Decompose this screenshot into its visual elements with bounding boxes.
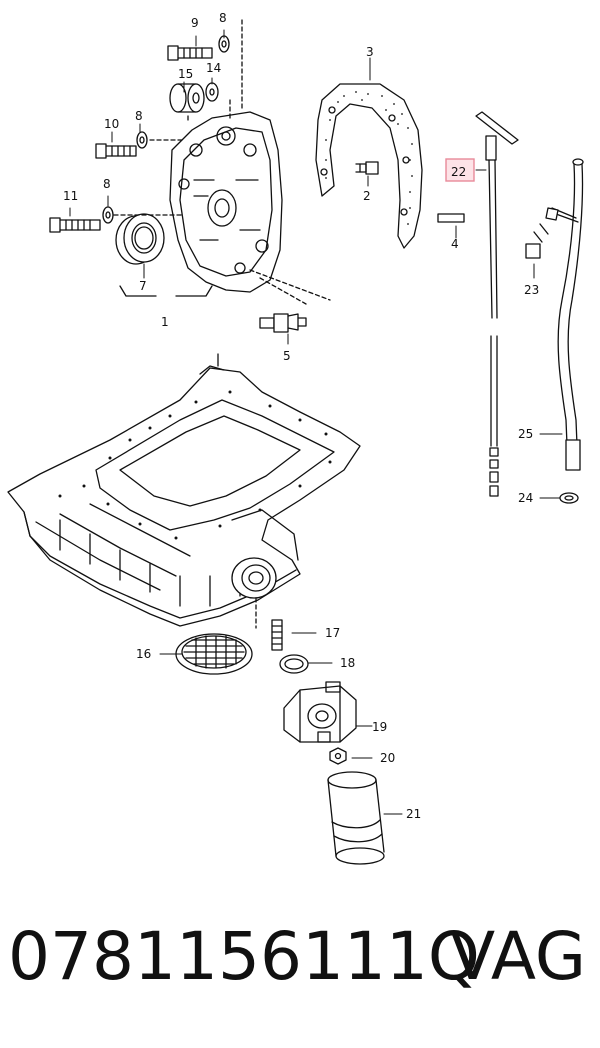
callout-14: 14 [206,61,221,75]
callout-2: 2 [363,189,371,203]
callout-4: 4 [451,237,459,251]
exploded-parts-diagram: 9 8 15 14 10 8 11 8 7 1 5 3 2 4 22 23 25… [7,11,584,865]
callout-25: 25 [518,427,533,441]
oil-filter-21 [327,771,385,865]
bolt-11 [49,217,101,233]
oil-strainer-16 [175,633,253,675]
callout-19: 19 [372,720,387,734]
callout-21: 21 [406,807,421,821]
callout-9: 9 [191,16,199,30]
washer-8-mid [136,131,148,149]
callout-labels: 9 8 15 14 10 8 11 8 7 1 5 3 2 4 22 23 25… [63,11,539,821]
nut-20 [329,747,347,765]
oil-pan [7,353,361,627]
callout-1: 1 [161,315,169,329]
o-ring-24 [559,492,579,504]
seal-ring-18 [279,654,309,674]
callout-10: 10 [104,117,119,131]
dipstick-22 [475,111,519,497]
bushing-15 [169,83,205,113]
oil-seal-7 [115,213,165,265]
callout-5: 5 [283,349,291,363]
callout-16: 16 [136,647,151,661]
callout-23: 23 [524,283,539,297]
oil-filter-bracket-19 [283,681,357,743]
callout-17: 17 [325,626,340,640]
callout-11: 11 [63,189,78,203]
callout-15: 15 [178,67,193,81]
callout-8-top: 8 [219,11,227,25]
callout-20: 20 [380,751,395,765]
highlight-box-22 [445,158,475,182]
threaded-stud-17 [271,619,283,651]
dowel-pin-4 [437,213,465,223]
screw-2 [355,161,379,175]
brand-label: VAG [449,918,586,995]
part-number: 0781156111Q [8,918,480,995]
callout-3: 3 [366,45,374,59]
callout-8-mid: 8 [135,109,143,123]
front-cover-housing-1 [113,19,283,293]
washer-14 [205,82,219,102]
bolt-10 [95,143,137,159]
dipstick-guide-tube-25 [551,158,584,471]
oil-pressure-switch-5 [259,313,307,333]
callout-24: 24 [518,491,533,505]
gasket-3 [315,83,423,249]
washer-8-low [102,206,114,224]
filter-flange [231,557,277,629]
callout-7: 7 [139,279,147,293]
callout-18: 18 [340,656,355,670]
callout-8-low: 8 [103,177,111,191]
bracket-bolt-23 [525,207,559,259]
bolt-9 [167,45,213,61]
callout-22: 22 [451,165,466,179]
part-footer: 0781156111Q VAG [0,918,600,1028]
group-bracket-1 [119,285,213,297]
